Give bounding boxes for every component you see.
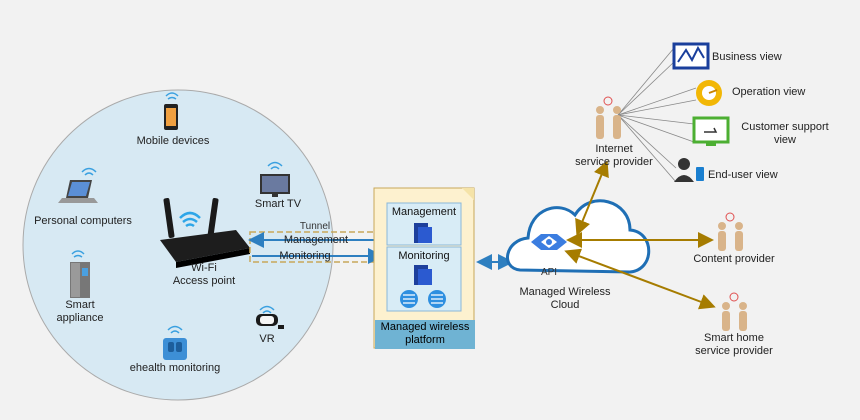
cloud-label-line2: Cloud [550,299,580,311]
monitor-icon [692,116,730,146]
smarthome-label-line2: service provider [695,345,773,357]
ehealth-label: ehealth monitoring [129,362,221,374]
wifi-ap-line1: Wi-Fi [191,262,217,274]
platform-management-label: Management [391,206,457,218]
tunnel-label: Tunnel [299,221,331,232]
isp-link [575,160,609,236]
vr-headset-icon [256,305,284,329]
api-label: API [540,267,558,278]
database-icon [428,290,446,308]
operation-view-label: Operation view [732,86,806,98]
vr-label: VR [259,333,275,345]
mobile-devices-label: Mobile devices [136,135,210,147]
view-fan-lines [617,47,697,183]
cloud-label: Managed Wireless Cloud [510,286,620,312]
business-chart-icon [672,42,710,70]
isp-label: Internet service provider [564,143,664,169]
laptop-icon [58,167,98,203]
support-view-line1: Customer support [741,121,829,133]
operation-gauge-icon [696,80,722,106]
cloud-shape [506,199,651,274]
platform-caption-line1: Managed wireless [380,321,470,333]
fridge-icon [70,250,90,298]
personal-computers-label: Personal computers [34,215,132,227]
monitoring-link-label: Monitoring [279,250,331,262]
handshake-icon [596,96,621,139]
mobile-phone-icon [164,92,179,130]
handshake-icon [718,212,743,251]
smart-tv-icon [260,161,290,197]
platform-caption-line2: platform [405,334,445,346]
isp-label-line2: service provider [575,156,653,168]
smart-tv-label: Smart TV [254,198,302,210]
end-user-icon [674,158,704,182]
smart-appliance-label: Smart appliance [50,299,110,325]
cloud-label-line1: Managed Wireless [519,286,611,298]
business-view-label: Business view [712,51,782,63]
api-hexagon-icon [531,234,567,250]
platform-monitoring-label: Monitoring [398,250,450,262]
content-provider-label: Content provider [693,253,775,265]
smart-appliance-line1: Smart [65,299,95,311]
health-scale-icon [163,325,187,360]
smarthome-provider-label: Smart home service provider [684,332,784,358]
router-icon [160,198,250,268]
management-server-icon [414,223,432,243]
management-link-label: Management [283,234,349,246]
database-icon [400,290,418,308]
platform-caption: Managed wireless platform [375,320,475,349]
wifi-ap-label: Wi-Fi Access point [164,262,244,288]
handshake-icon [722,292,747,331]
support-view-label: Customer support view [730,121,840,147]
smarthome-label-line1: Smart home [704,332,764,344]
monitoring-server-icon [414,265,432,285]
support-view-line2: view [773,134,796,146]
smarthome-provider-link [564,248,716,310]
wifi-ap-line2: Access point [172,275,236,287]
smart-appliance-line2: appliance [56,312,104,324]
isp-label-line1: Internet [595,143,633,155]
enduser-view-label: End-user view [708,169,778,181]
